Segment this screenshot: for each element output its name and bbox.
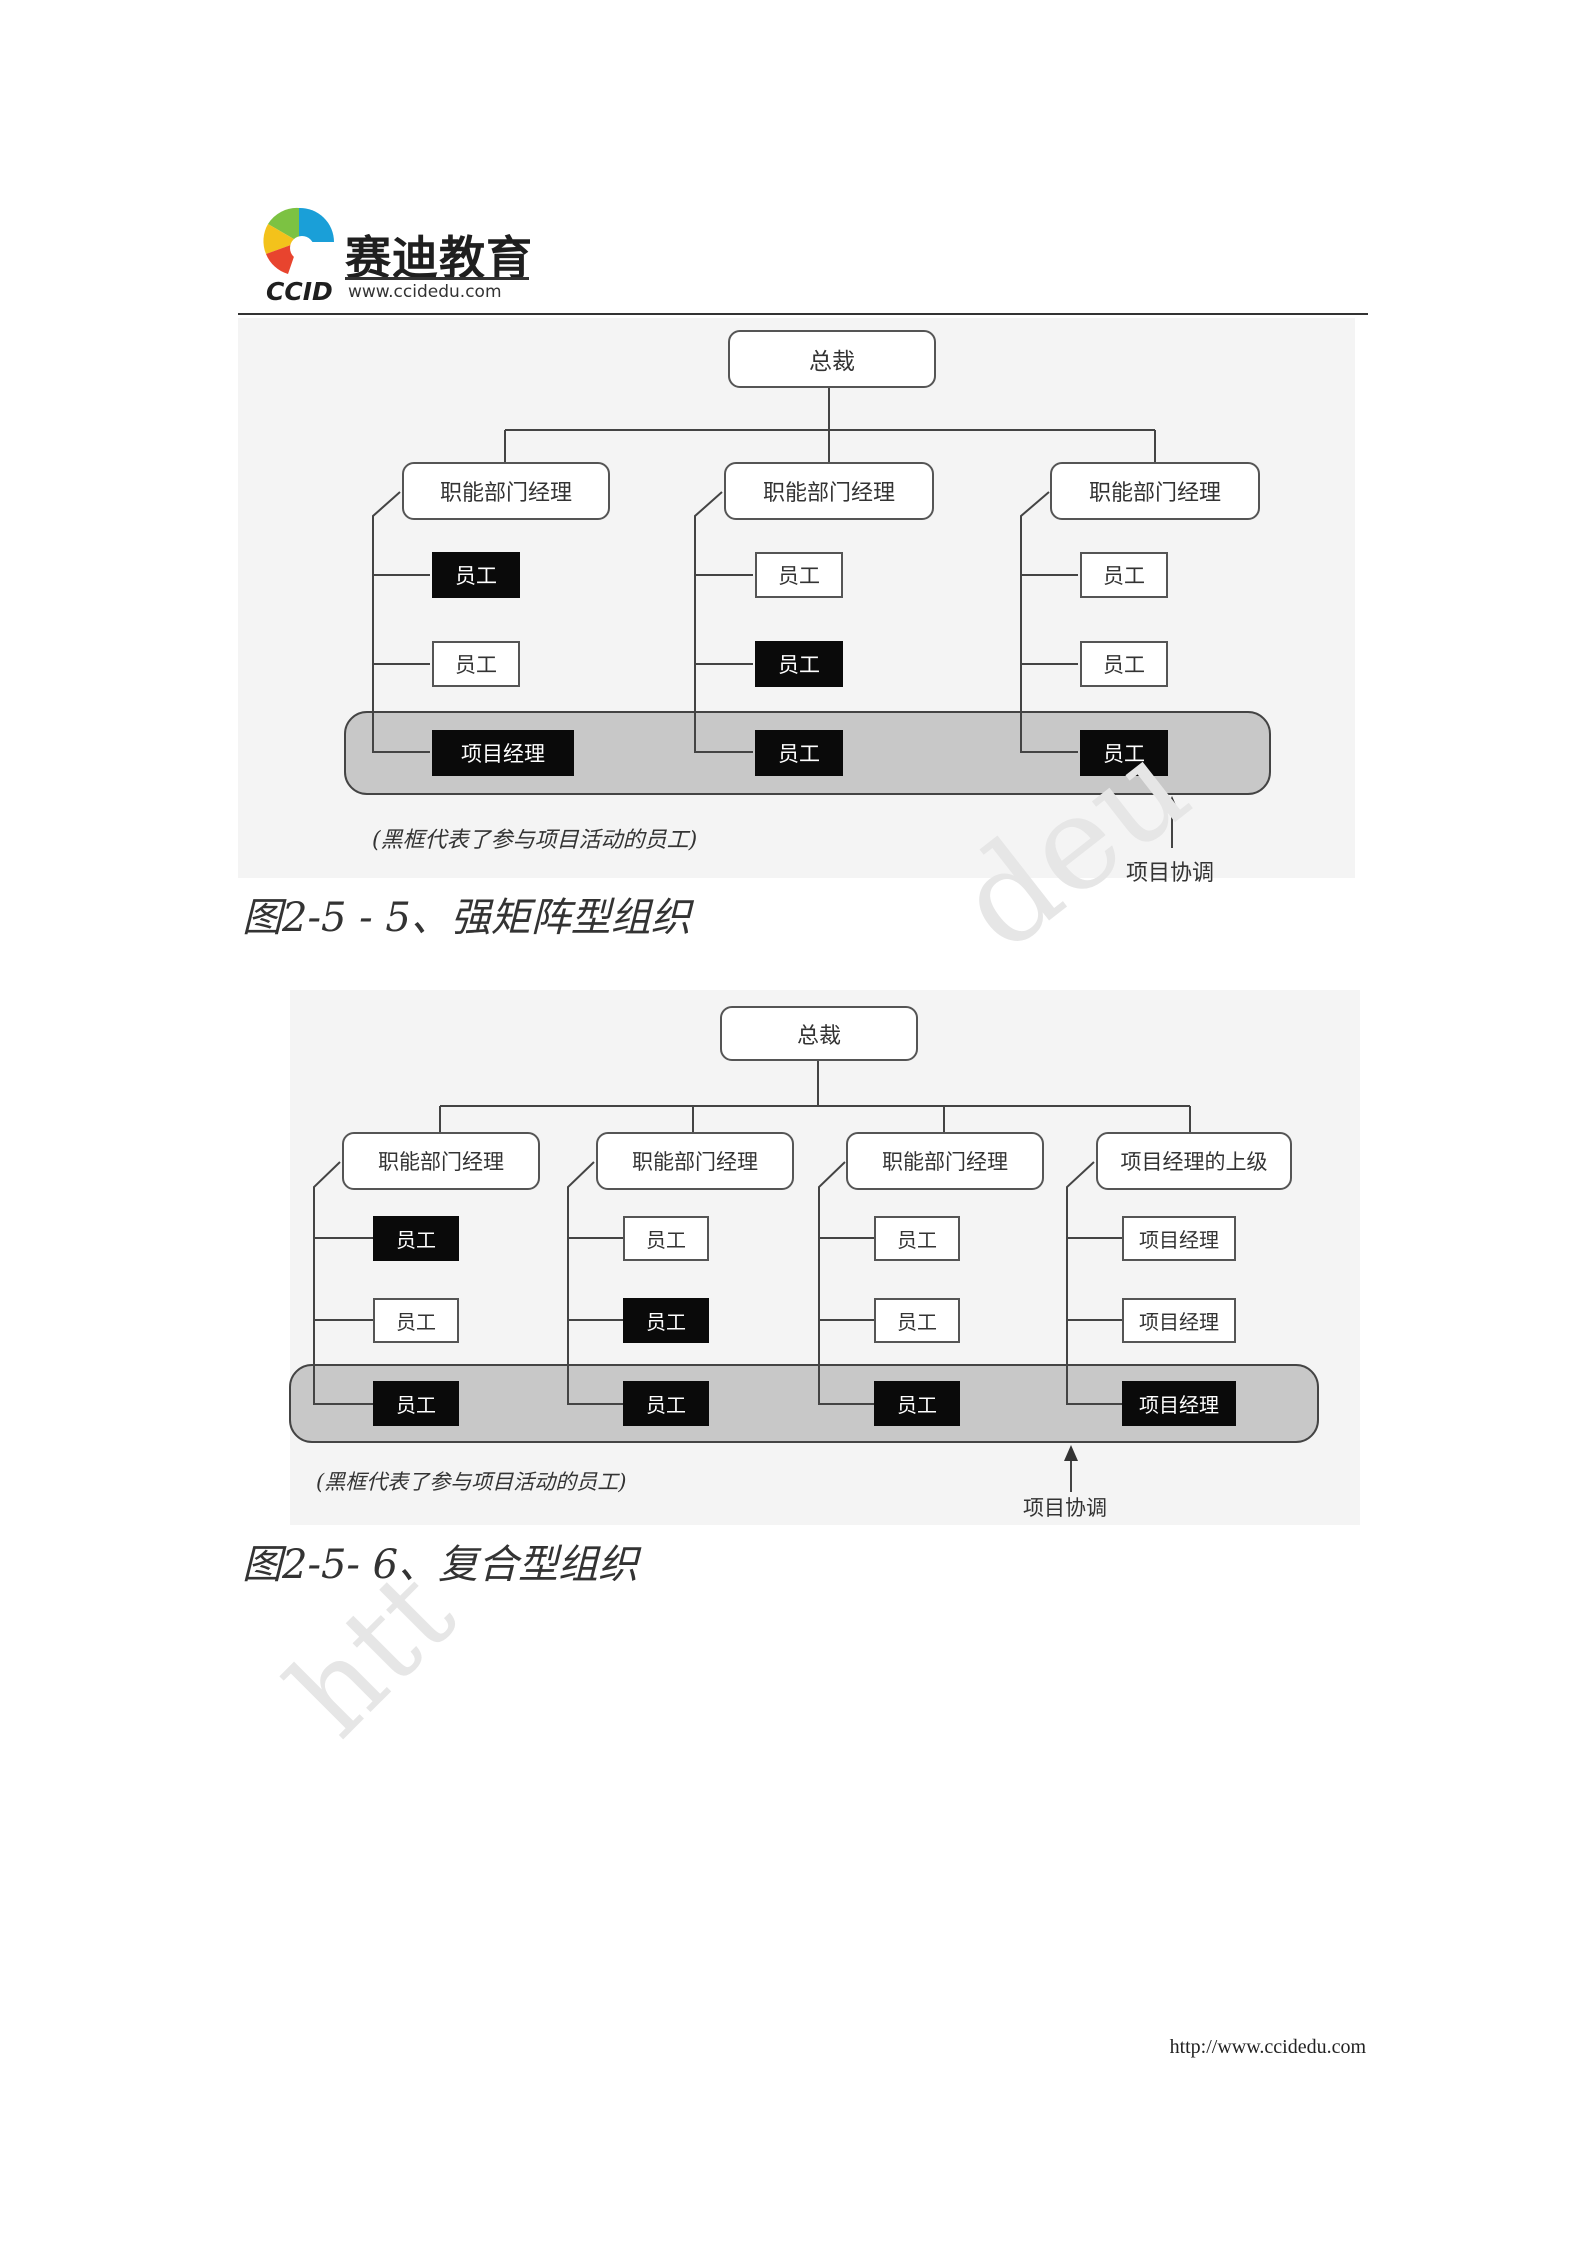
staff-node: 员工	[432, 641, 520, 687]
department-manager-node: 职能部门经理	[1050, 462, 1260, 520]
project-coordination-label: 项目协调	[1023, 1496, 1107, 1520]
legend-note: (黑框代表了参与项目活动的员工)	[372, 828, 698, 853]
project-band-2	[289, 1364, 1319, 1443]
department-manager-node: 职能部门经理	[596, 1132, 794, 1190]
caption-figure-2-5-6: 图2-5- 6、复合型组织	[242, 1542, 639, 1588]
participating-staff-node: 员工	[623, 1381, 709, 1426]
arrow-up-icon	[1064, 1445, 1078, 1461]
participating-staff-node: 员工	[373, 1216, 459, 1261]
department-manager-node: 项目经理的上级	[1096, 1132, 1292, 1190]
logo-url: www.ccidedu.com	[348, 282, 502, 302]
logo-abbreviation: CCID	[266, 277, 333, 306]
staff-node: 员工	[874, 1298, 960, 1343]
diagram-compound	[289, 1061, 1319, 1492]
ccid-logo-icon	[263, 207, 334, 274]
staff-node: 员工	[874, 1216, 960, 1261]
ceo-node: 总裁	[728, 330, 936, 388]
project-coordination-label: 项目协调	[1126, 861, 1215, 886]
participating-staff-node: 员工	[432, 552, 520, 598]
participating-staff-node: 员工	[755, 730, 843, 776]
staff-node: 员工	[755, 552, 843, 598]
participating-staff-node: 员工	[623, 1298, 709, 1343]
logo-underline	[345, 277, 529, 280]
staff-node: 员工	[1080, 552, 1168, 598]
staff-node: 员工	[373, 1298, 459, 1343]
staff-node: 项目经理	[1122, 1216, 1236, 1261]
participating-staff-node: 员工	[874, 1381, 960, 1426]
caption-figure-2-5-5: 图2-5 - 5、强矩阵型组织	[242, 895, 691, 941]
department-manager-node: 职能部门经理	[342, 1132, 540, 1190]
legend-note: (黑框代表了参与项目活动的员工)	[316, 1470, 627, 1494]
ceo-node: 总裁	[720, 1006, 918, 1061]
header-rule	[238, 313, 1368, 315]
department-manager-node: 职能部门经理	[846, 1132, 1044, 1190]
arrow-up-icon	[1165, 796, 1179, 812]
staff-node: 员工	[623, 1216, 709, 1261]
participating-staff-node: 员工	[373, 1381, 459, 1426]
connector-lines-1	[372, 388, 1173, 848]
department-manager-node: 职能部门经理	[402, 462, 610, 520]
participating-staff-node: 项目经理	[432, 730, 574, 776]
participating-staff-node: 员工	[755, 641, 843, 687]
department-manager-node: 职能部门经理	[724, 462, 934, 520]
staff-node: 项目经理	[1122, 1298, 1236, 1343]
participating-staff-node: 员工	[1080, 730, 1168, 776]
staff-node: 员工	[1080, 641, 1168, 687]
footer-url: http://www.ccidedu.com	[1169, 2036, 1366, 2058]
logo-brand-name: 赛迪教育	[345, 231, 533, 285]
participating-staff-node: 项目经理	[1122, 1381, 1236, 1426]
